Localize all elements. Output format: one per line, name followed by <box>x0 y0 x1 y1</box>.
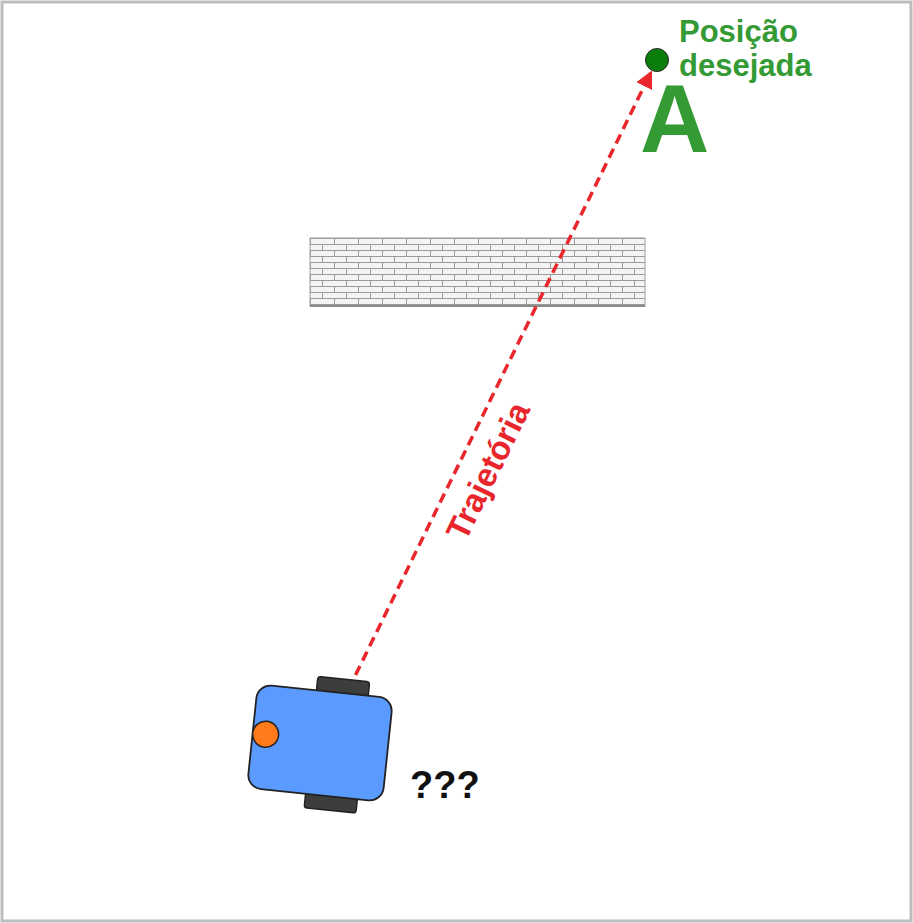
robot-body <box>245 675 395 820</box>
robot: ??? <box>245 675 395 820</box>
point-letter: A <box>640 71 730 167</box>
brick-wall <box>310 238 645 306</box>
target-point: Posição desejadaA <box>645 48 669 72</box>
target-label: Posição desejada <box>679 15 904 83</box>
unknown-marker: ??? <box>410 765 530 805</box>
trajectory-arrow <box>356 72 652 675</box>
trajectory-label: Trajetória <box>440 396 538 545</box>
